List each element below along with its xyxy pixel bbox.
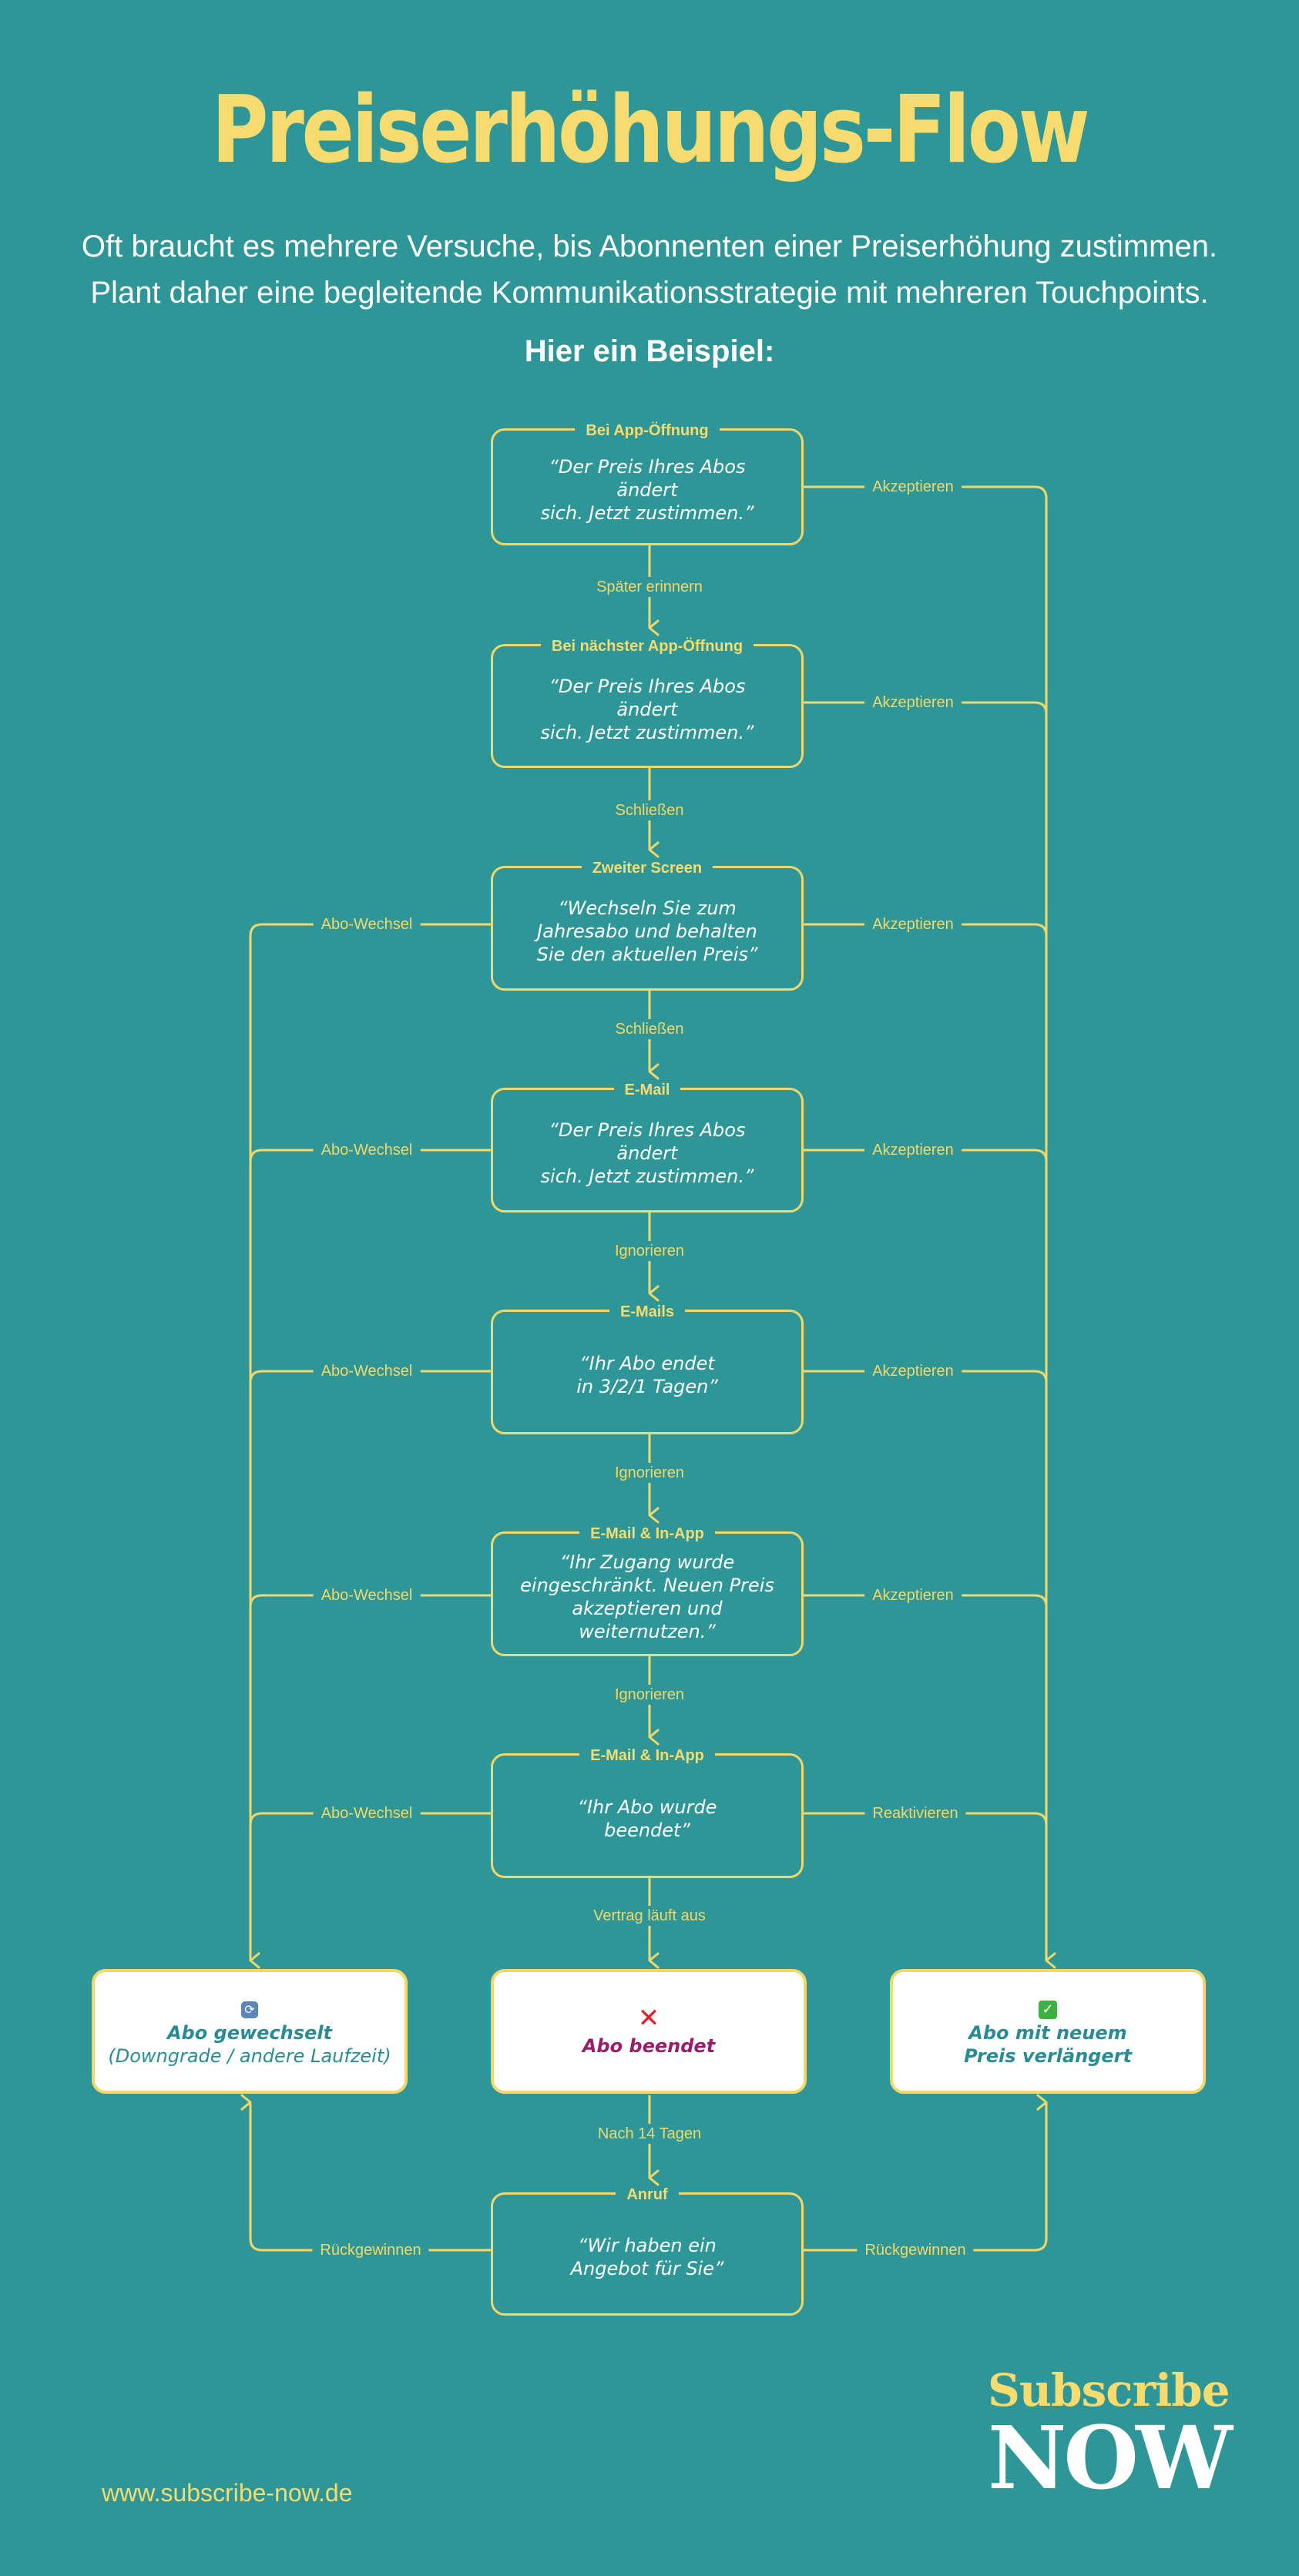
flow-step-email-inapp-restricted: E-Mail & In-App “Ihr Zugang wurde einges… [491,1525,804,1656]
step-message: “Der Preis Ihres Abos ändert sich. Jetzt… [540,675,754,743]
edge-label-plan-switch: Abo-Wechsel [313,1140,421,1160]
edge-label-accept: Akzeptieren [864,693,962,713]
edge-label-contract-expires: Vertrag läuft aus [586,1906,713,1926]
result-subtitle: (Downgrade / andere Laufzeit) [108,2045,391,2067]
step-label: E-Mail & In-App [579,1525,715,1542]
flow-step-call: Anruf “Wir haben ein Angebot für Sie” [491,2186,804,2316]
edge-label-win-back: Rückgewinnen [312,2240,429,2260]
edge-label-close: Schließen [607,1019,692,1039]
step-label: E-Mail [613,1082,681,1098]
website-link[interactable]: www.subscribe-now.de [102,2479,353,2507]
example-heading: Hier ein Beispiel: [524,334,775,368]
subtitle-line-1: Oft braucht es mehrere Versuche, bis Abo… [81,230,1218,263]
left-bus [249,923,491,1969]
subscribe-now-logo: Subscribe NOW [988,2364,1233,2509]
switch-arrows-icon: ⟳ [241,2001,258,2018]
edge-label-reactivate: Reaktivieren [864,1803,966,1823]
edge-label-plan-switch: Abo-Wechsel [313,1803,421,1823]
step-message: “Ihr Abo wurde beendet” [577,1796,717,1841]
result-title: Abo gewechselt [166,2022,333,2044]
flow-step-next-app-open: Bei nächster App-Öffnung “Der Preis Ihre… [491,638,804,768]
step-label: E-Mail & In-App [579,1747,715,1764]
subtitle-line-2: Plant daher eine begleitende Kommunikati… [90,276,1209,310]
result-renewed-new-price: ✓ Abo mit neuem Preis verlängert [890,1969,1206,2094]
flow-step-email: E-Mail “Der Preis Ihres Abos ändert sich… [491,1082,804,1213]
edge-label-after-14-days: Nach 14 Tagen [589,2124,710,2144]
step-message: “Ihr Abo endet in 3/2/1 Tagen” [576,1353,718,1397]
right-bus [804,485,1056,1969]
edge-label-accept: Akzeptieren [864,1361,962,1381]
logo-bottom-text: NOW [988,2408,1233,2509]
flow-step-app-open: Bei App-Öffnung “Der Preis Ihres Abos än… [491,422,804,545]
edge-label-accept: Akzeptieren [864,1140,962,1160]
logo-top-text: Subscribe [988,2364,1230,2417]
result-title: Abo beendet [582,2034,716,2057]
edge-label-ignore: Ignorieren [606,1463,693,1483]
result-plan-switched: ⟳ Abo gewechselt (Downgrade / andere Lau… [92,1969,408,2094]
step-message: “Ihr Zugang wurde eingeschränkt. Neuen P… [520,1551,774,1642]
edge-label-accept: Akzeptieren [864,1585,962,1605]
check-mark-icon: ✓ [1039,2001,1057,2019]
page-title: Preiserhöhungs-Flow [211,77,1090,184]
edge-label-plan-switch: Abo-Wechsel [313,1361,421,1381]
step-label: Anruf [616,2186,679,2203]
step-label: Zweiter Screen [581,860,713,877]
result-title: Abo mit neuem Preis verlängert [964,2022,1132,2067]
step-message: “Der Preis Ihres Abos ändert sich. Jetzt… [540,456,754,524]
flow-step-emails: E-Mails “Ihr Abo endet in 3/2/1 Tagen” [491,1303,804,1434]
edge-label-plan-switch: Abo-Wechsel [313,914,421,934]
step-label: Bei App-Öffnung [575,422,720,439]
edge-label-accept: Akzeptieren [864,477,962,497]
edge-label-close: Schließen [607,800,692,820]
edge-label-win-back: Rückgewinnen [857,2240,974,2260]
edge-label-ignore: Ignorieren [606,1685,693,1705]
flow-step-email-inapp-ended: E-Mail & In-App “Ihr Abo wurde beendet” [491,1747,804,1878]
edge-label-remind-later: Später erinnern [589,577,710,597]
step-label: Bei nächster App-Öffnung [540,638,754,655]
result-subscription-ended: ✕ Abo beendet [491,1969,807,2094]
step-message: “Wir haben ein Angebot für Sie” [570,2235,724,2279]
edge-label-accept: Akzeptieren [864,914,962,934]
edge-label-ignore: Ignorieren [606,1241,693,1261]
edge-label-plan-switch: Abo-Wechsel [313,1585,421,1605]
step-message: “Wechseln Sie zum Jahresabo und behalten… [536,897,758,965]
step-message: “Der Preis Ihres Abos ändert sich. Jetzt… [540,1119,754,1187]
cross-mark-icon: ✕ [637,2002,660,2034]
step-label: E-Mails [609,1303,686,1320]
winback-left [240,2094,491,2252]
winback-right [804,2094,1048,2252]
flow-step-second-screen: Zweiter Screen “Wechseln Sie zum Jahresa… [491,860,804,991]
